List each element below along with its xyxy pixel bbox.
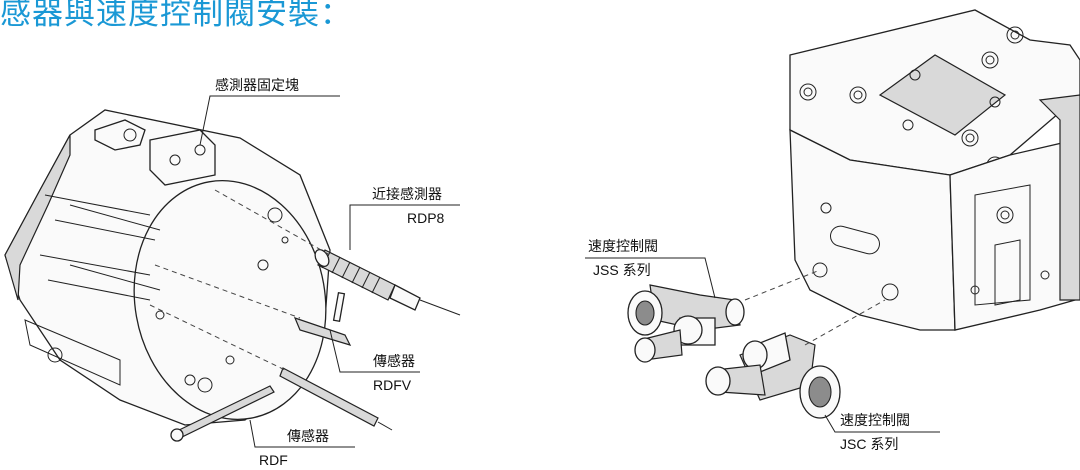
proximity-sensor-drawing: [314, 248, 461, 316]
gripper-body-drawing: [4, 109, 331, 426]
jsc-valve-label: 速度控制閥: [840, 412, 910, 428]
right-leader-lines: [585, 257, 940, 433]
gripper-head-drawing: [789, 9, 1080, 331]
rdf-sensor-code: RDF: [259, 452, 288, 468]
jsc-valve-series: JSC 系列: [840, 436, 899, 452]
jss-valve-label: 速度控制閥: [588, 238, 658, 254]
rdfv-sensor-code: RDFV: [373, 377, 412, 393]
sensor-block-label: 感測器固定塊: [215, 77, 299, 93]
rdfv-sensor-label: 傳感器: [373, 353, 415, 369]
jsc-valve-drawing: [705, 332, 841, 419]
section-heading: 感器與速度控制閥安裝：: [0, 0, 352, 31]
rdf-sensor-label: 傳感器: [287, 428, 329, 444]
rdfv-sensor-drawing: [293, 291, 352, 346]
jss-valve-series: JSS 系列: [593, 262, 651, 278]
left-leader-lines: [199, 95, 460, 448]
jss-valve-drawing: [627, 284, 745, 363]
proximity-sensor-label: 近接感測器: [372, 186, 442, 202]
rdf-sensor-drawing: [170, 367, 393, 442]
proximity-sensor-code: RDP8: [407, 210, 445, 226]
